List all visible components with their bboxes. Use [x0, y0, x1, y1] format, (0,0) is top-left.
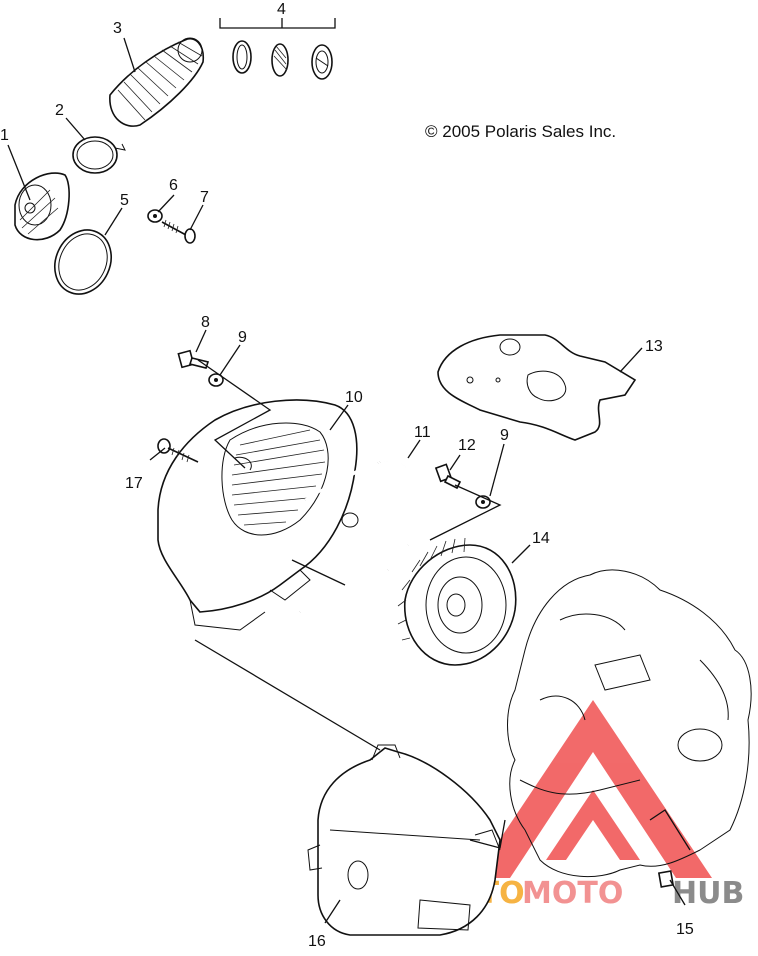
callout-10: 10 — [345, 389, 363, 406]
callout-8: 8 — [201, 314, 210, 331]
watermark-triangle-outer — [474, 700, 712, 878]
callout-4: 4 — [277, 1, 286, 18]
callout-7: 7 — [200, 189, 209, 206]
part-13-shroud-plate — [437, 334, 637, 441]
callout-11: 11 — [414, 424, 431, 441]
part-2-clamp — [72, 136, 126, 174]
callout-9b: 9 — [500, 427, 509, 444]
watermark-text-moto: MOTO — [522, 876, 623, 911]
callout-6: 6 — [169, 177, 178, 194]
part-9-washer-upper — [208, 373, 224, 387]
callout-14: 14 — [532, 530, 550, 547]
part-10-blower-housing — [157, 399, 359, 631]
part-5-gasket — [54, 229, 112, 295]
part-1-end-cap — [14, 172, 70, 241]
engine-block-outline — [507, 569, 752, 878]
callout-3: 3 — [113, 20, 122, 37]
callout-13: 13 — [645, 338, 663, 355]
part-6-washer — [147, 209, 163, 223]
callout-15: 15 — [676, 921, 694, 938]
leader-lines — [7, 18, 691, 924]
part-17-screw — [157, 438, 199, 463]
callout-9a: 9 — [238, 329, 247, 346]
watermark-text-hub: HUB — [672, 876, 744, 911]
callout-2: 2 — [55, 102, 64, 119]
callout-1: 1 — [0, 127, 9, 144]
copyright-notice: © 2005 Polaris Sales Inc. — [425, 122, 616, 141]
callout-12: 12 — [458, 437, 476, 454]
callout-labels: 1 2 3 4 5 6 7 8 9 10 11 12 9 13 14 17 16… — [0, 1, 694, 950]
part-14-flywheel-fan — [397, 537, 517, 666]
part-7-screw — [161, 219, 196, 244]
watermark-triangle-inner — [546, 790, 640, 860]
part-3-flex-duct — [109, 37, 205, 127]
part-4-screen-kit — [232, 40, 333, 80]
callout-17: 17 — [125, 475, 143, 492]
part-12-bolt — [434, 463, 462, 490]
part-8-bolt — [177, 349, 210, 369]
part-11-hoses — [299, 458, 414, 614]
callout-16: 16 — [308, 933, 326, 950]
part-15-clip — [657, 870, 675, 888]
part-16-lower-housing — [307, 744, 501, 936]
callout-5: 5 — [120, 192, 129, 209]
